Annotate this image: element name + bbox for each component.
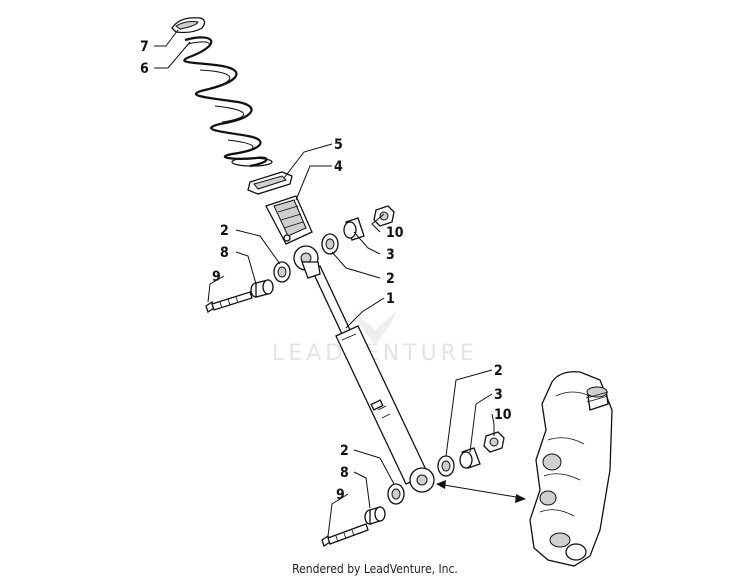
callout-labels: 7 6 5 4 2 8 9 10 3 2 1 2 3 10 2 8 9	[140, 39, 512, 503]
leader-lines	[154, 29, 495, 537]
callout-2-lower-left: 2	[340, 443, 349, 459]
callout-1: 1	[386, 291, 395, 307]
callout-4: 4	[334, 159, 343, 175]
callout-2-upper-left: 2	[220, 223, 229, 239]
callout-2-lower-right: 2	[494, 363, 503, 379]
callout-9-upper: 9	[212, 269, 221, 285]
bump-stop-part	[265, 195, 313, 245]
callout-9-lower: 9	[336, 487, 345, 503]
watermark: LEADVENTURE	[272, 310, 474, 366]
callout-3-upper: 3	[386, 247, 395, 263]
callout-10-upper: 10	[386, 225, 404, 241]
callout-3-lower: 3	[494, 387, 503, 403]
callout-6: 6	[140, 61, 149, 77]
spring-part	[183, 36, 273, 168]
footer-credit: Rendered by LeadVenture, Inc.	[292, 562, 458, 576]
spring-retainer-part	[171, 17, 206, 34]
callout-2-upper-right: 2	[386, 271, 395, 287]
upper-mount-hardware	[205, 205, 395, 314]
spindle-knuckle-part	[529, 371, 613, 567]
callout-10-lower: 10	[494, 407, 512, 423]
callout-8-upper: 8	[220, 245, 229, 261]
shock-absorber-part	[301, 261, 435, 493]
callout-5: 5	[334, 137, 343, 153]
watermark-logo-icon	[352, 310, 398, 345]
spring-seat-part	[247, 171, 293, 195]
callout-7: 7	[140, 39, 149, 55]
callout-8-lower: 8	[340, 465, 349, 481]
assembly-arrow	[436, 480, 526, 503]
